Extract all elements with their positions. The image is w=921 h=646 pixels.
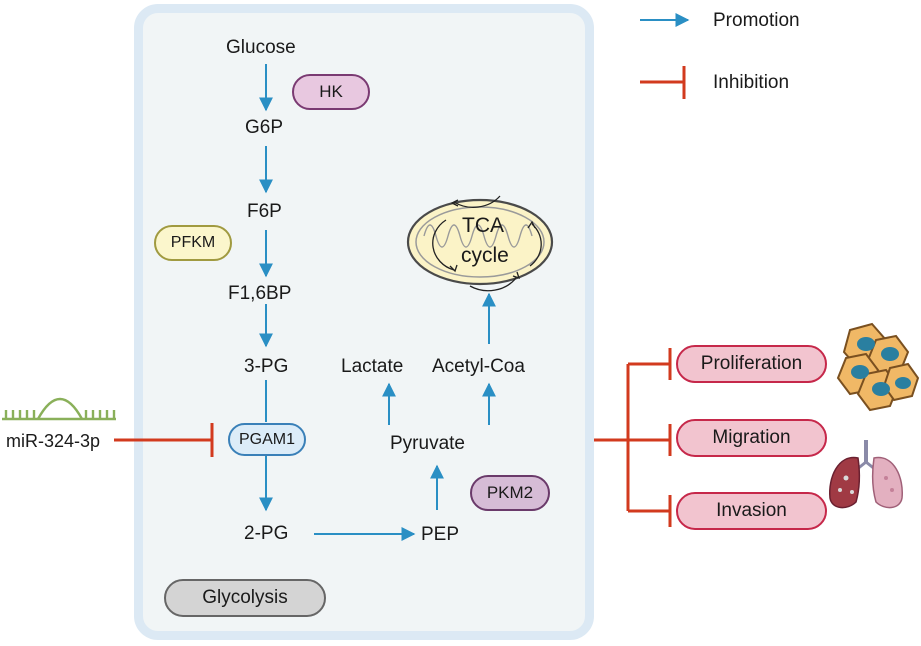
enzyme-hk: HK [292,74,370,110]
enzyme-pgam1: PGAM1 [228,423,306,456]
tumor-cells-icon [836,322,920,412]
tca-label-line2: cycle [461,244,509,267]
node-lactate: Lactate [341,356,404,377]
outcome-invasion: Invasion [676,492,827,530]
inhibition-mirna-pgam1 [114,423,214,457]
node-2pg: 2-PG [244,523,289,544]
node-pep: PEP [421,524,460,545]
node-3pg: 3-PG [244,356,289,377]
legend-inhibition-label: Inhibition [713,72,790,93]
outcome-migration: Migration [676,419,827,457]
legend-inhibition-bar [640,66,686,99]
tca-label-line1: TCA [462,214,504,237]
node-f16bp: F1,6BP [228,283,292,304]
mirna-label: miR-324-3p [6,431,101,451]
glycolysis-label: Glycolysis [164,579,326,617]
node-g6p: G6P [245,117,284,138]
outcome-proliferation: Proliferation [676,345,827,383]
mirna-hairpin-icon [2,398,116,421]
node-glucose: Glucose [226,37,296,58]
enzyme-pfkm: PFKM [154,225,232,261]
lungs-icon [829,440,903,509]
node-pyruvate: Pyruvate [390,433,465,454]
enzyme-pkm2: PKM2 [470,475,550,511]
mitochondrion-icon [406,195,554,292]
node-acetyl-coa: Acetyl-Coa [432,356,525,377]
node-f6p: F6P [247,201,282,222]
inhibition-outcomes-bracket [594,348,672,527]
legend-promotion-label: Promotion [713,10,800,31]
